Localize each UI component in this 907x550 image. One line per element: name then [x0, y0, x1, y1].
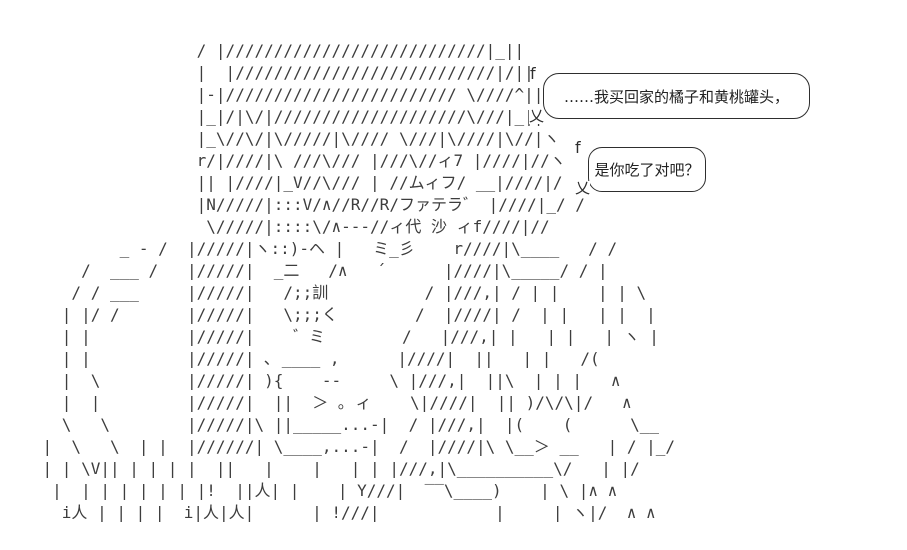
speech-bubble-2: 是你吃了对吧？ — [588, 147, 706, 192]
bubble-1-tail-bottom: 乂 — [529, 107, 545, 125]
bubble-2-tail-top: f — [575, 138, 581, 157]
bubble-1-tail-top: f — [530, 64, 536, 83]
speech-bubble-1-text: ……我买回家的橘子和黄桃罐头， — [563, 87, 789, 106]
speech-bubble-1: ……我买回家的橘子和黄桃罐头， — [543, 73, 810, 119]
ascii-art: / |///////////////////////////|_|| | |//… — [42, 41, 676, 522]
speech-bubble-2-text: 是你吃了对吧？ — [594, 161, 700, 179]
bubble-2-tail-bottom: 乂 — [575, 179, 591, 197]
